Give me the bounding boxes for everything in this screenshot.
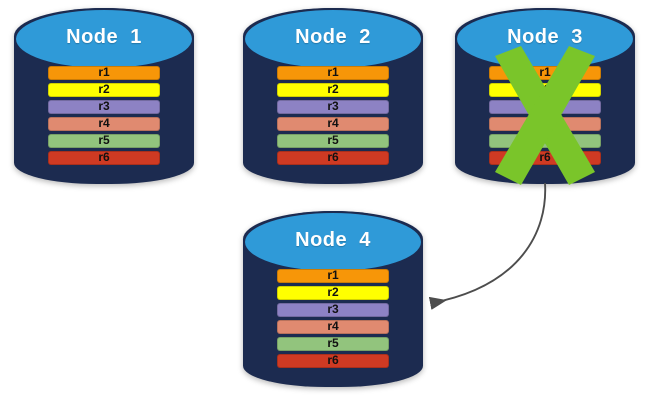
row-r1-label: r1	[327, 268, 339, 282]
node-1[interactable]: Node 1 r1 r2 r3 r4 r5 r6	[14, 8, 194, 184]
row-r2-label: r2	[327, 82, 339, 96]
node-1-cylinder-top	[14, 8, 194, 70]
row-r6-label: r6	[98, 150, 110, 164]
node-2-rows: r1 r2 r3 r4 r5 r6	[243, 66, 423, 165]
row-r5[interactable]: r5	[489, 134, 601, 148]
row-r4-label: r4	[327, 319, 339, 333]
row-r5[interactable]: r5	[48, 134, 160, 148]
row-r4-label: r4	[327, 116, 339, 130]
row-r5-label: r5	[539, 133, 551, 147]
node-4[interactable]: Node 4 r1 r2 r3 r4 r5 r6	[243, 211, 423, 387]
row-r1-label: r1	[539, 65, 551, 79]
row-r4-label: r4	[539, 116, 551, 130]
row-r6-label: r6	[539, 150, 551, 164]
row-r5-label: r5	[327, 336, 339, 350]
node-1-rows: r1 r2 r3 r4 r5 r6	[14, 66, 194, 165]
row-r4[interactable]: r4	[277, 117, 389, 131]
row-r2-label: r2	[539, 82, 551, 96]
row-r5[interactable]: r5	[277, 337, 389, 351]
row-r2-label: r2	[327, 285, 339, 299]
row-r3-label: r3	[98, 99, 110, 113]
row-r2[interactable]: r2	[48, 83, 160, 97]
node-3-rows: r1 r2 r3 r4 r5 r6	[455, 66, 635, 165]
row-r3-label: r3	[327, 99, 339, 113]
row-r3-label: r3	[539, 99, 551, 113]
row-r2[interactable]: r2	[277, 286, 389, 300]
row-r3[interactable]: r3	[277, 100, 389, 114]
row-r1[interactable]: r1	[277, 269, 389, 283]
row-r3[interactable]: r3	[48, 100, 160, 114]
row-r5[interactable]: r5	[277, 134, 389, 148]
row-r1[interactable]: r1	[489, 66, 601, 80]
node-3-cylinder-top	[455, 8, 635, 70]
node-2[interactable]: Node 2 r1 r2 r3 r4 r5 r6	[243, 8, 423, 184]
row-r3[interactable]: r3	[277, 303, 389, 317]
row-r2[interactable]: r2	[277, 83, 389, 97]
row-r5-label: r5	[98, 133, 110, 147]
row-r6-label: r6	[327, 150, 339, 164]
row-r6-label: r6	[327, 353, 339, 367]
row-r2-label: r2	[98, 82, 110, 96]
row-r4[interactable]: r4	[277, 320, 389, 334]
row-r1-label: r1	[98, 65, 110, 79]
row-r6[interactable]: r6	[277, 354, 389, 368]
row-r6[interactable]: r6	[277, 151, 389, 165]
node-4-rows: r1 r2 r3 r4 r5 r6	[243, 269, 423, 368]
row-r4[interactable]: r4	[48, 117, 160, 131]
node-2-cylinder-top	[243, 8, 423, 70]
row-r1[interactable]: r1	[277, 66, 389, 80]
row-r5-label: r5	[327, 133, 339, 147]
row-r2[interactable]: r2	[489, 83, 601, 97]
row-r3[interactable]: r3	[489, 100, 601, 114]
node-3[interactable]: Node 3 r1 r2 r3 r4 r5 r6	[455, 8, 635, 185]
row-r3-label: r3	[327, 302, 339, 316]
row-r4[interactable]: r4	[489, 117, 601, 131]
row-r1[interactable]: r1	[48, 66, 160, 80]
node-4-cylinder-top	[243, 211, 423, 273]
row-r4-label: r4	[98, 116, 110, 130]
row-r6[interactable]: r6	[489, 151, 601, 165]
row-r1-label: r1	[327, 65, 339, 79]
row-r6[interactable]: r6	[48, 151, 160, 165]
